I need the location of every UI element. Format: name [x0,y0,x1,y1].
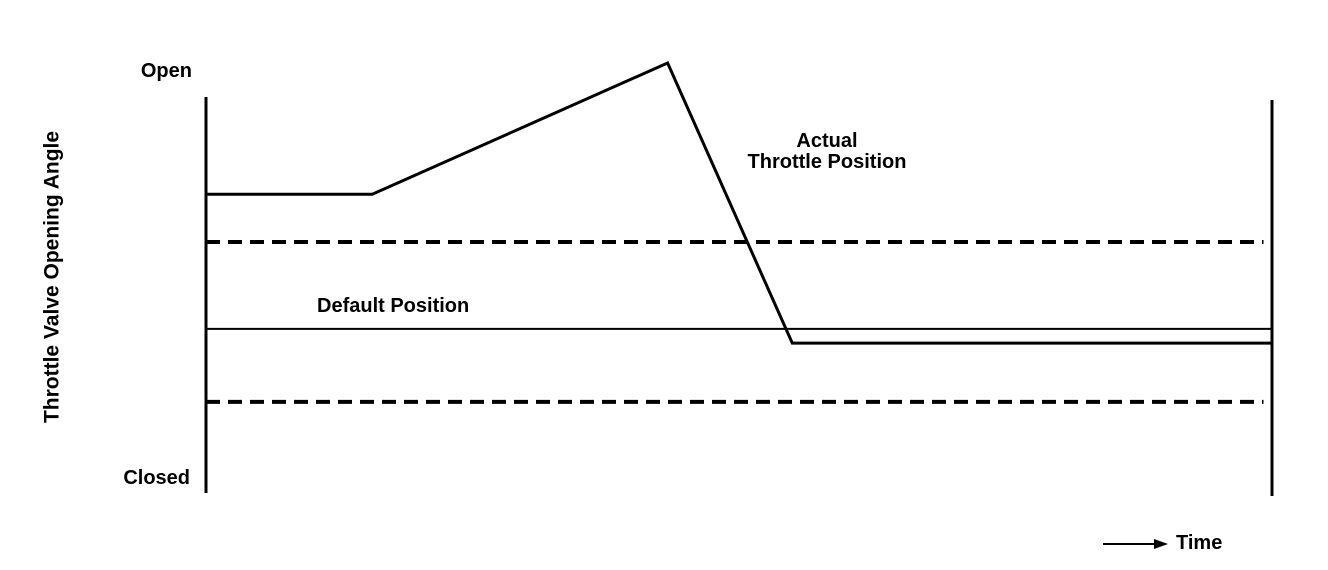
default-position-label: Default Position [317,295,470,317]
actual-throttle-position-label: Actual Throttle Position [747,130,907,173]
y-tick-label-open: Open [140,60,192,82]
time-arrow-icon [1154,539,1168,549]
series-actual-throttle-position [206,61,1272,345]
y-tick-label-closed: Closed [123,467,190,489]
x-axis-label-time: Time [1176,532,1223,554]
y-axis-title: Throttle Valve Opening Angle [40,130,64,424]
